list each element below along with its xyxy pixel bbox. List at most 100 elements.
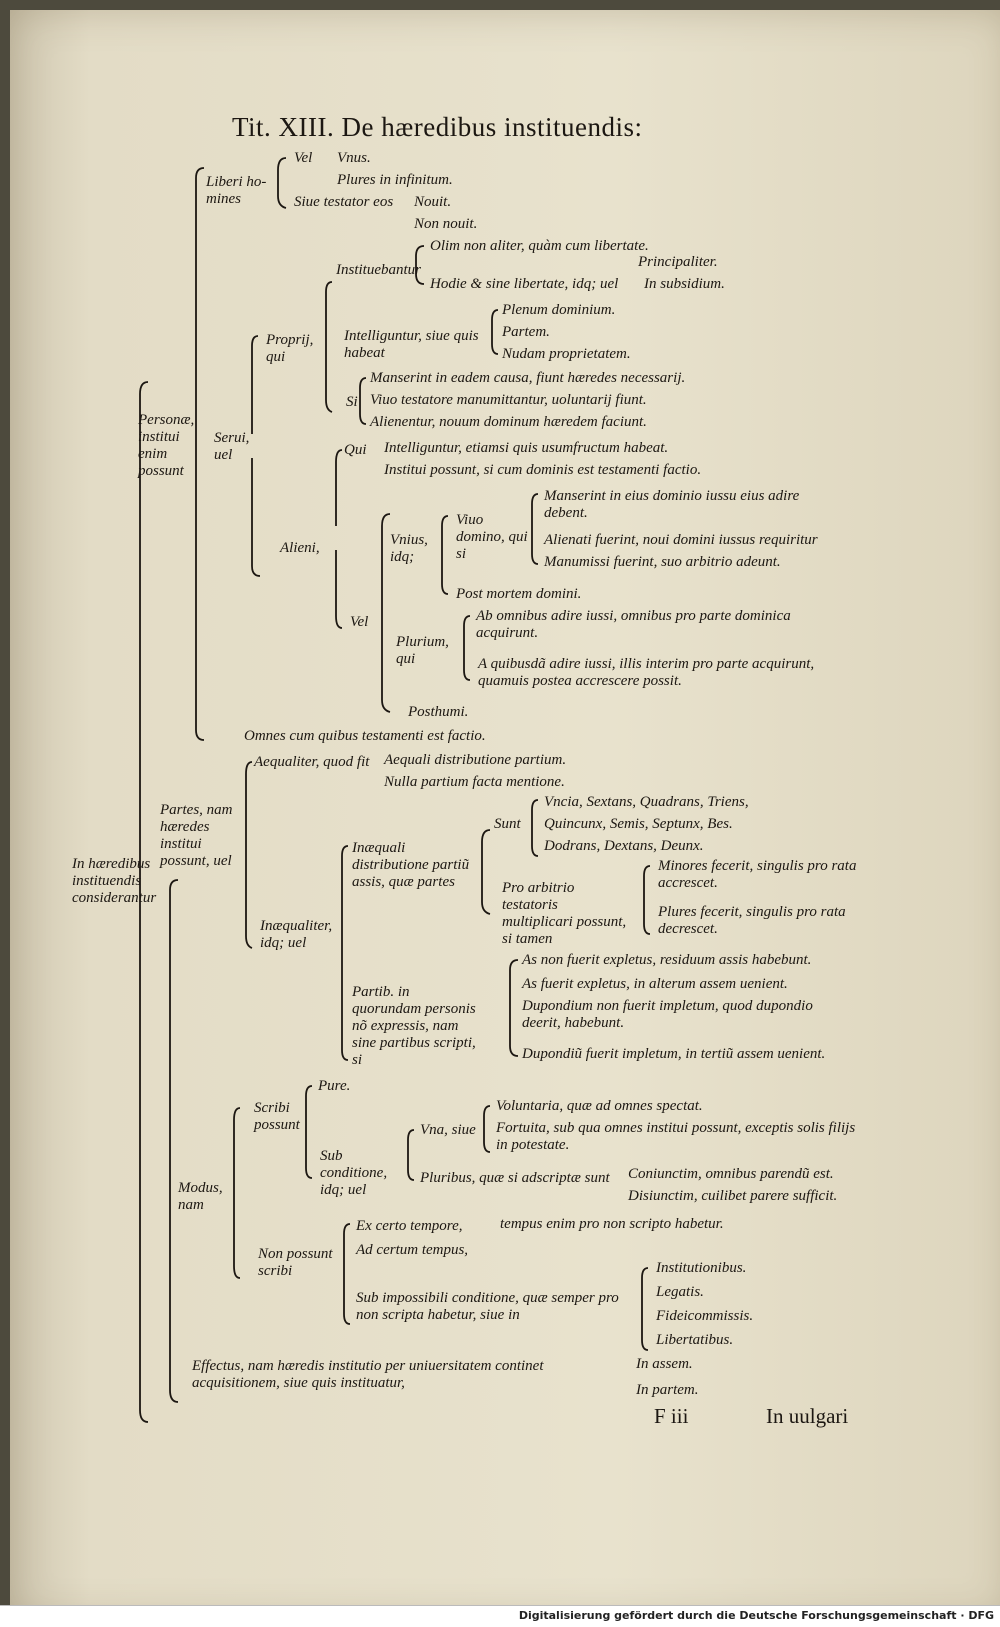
entry-in-assem: In assem. [636, 1356, 693, 1372]
bracket-personae [195, 167, 205, 741]
entry-post-mortem: Post mortem domini. [456, 586, 582, 602]
catchword: In uulgari [766, 1404, 849, 1428]
entry-pro-arbitrio: Pro arbitrio testatoris multiplicari pos… [502, 880, 627, 947]
entry-sunt: Sunt [494, 816, 521, 832]
entry-voluntaria: Voluntaria, quæ ad omnes spectat. [496, 1098, 703, 1114]
entry-effectus: Effectus, nam hæredis institutio per uni… [192, 1358, 544, 1391]
entry-disiunctim: Disiunctim, cuilibet parere sufficit. [628, 1188, 838, 1204]
entry-alieni: Alieni, [280, 540, 320, 556]
entry-inaequali: Inæquali distributione partiũ assis, quæ… [352, 840, 470, 890]
entry-intelliguntur: Intelliguntur, siue quis habeat [344, 328, 479, 361]
entry-alienentur: Alienentur, nouum dominum hæredem faciun… [370, 414, 647, 430]
entry-personae: Personæ, institui enim possunt [138, 412, 195, 479]
bracket-serui [251, 335, 261, 577]
entry-vnus: Vnus. [337, 150, 371, 166]
entry-pure: Pure. [318, 1078, 351, 1094]
entry-manumissi: Manumissi fuerint, suo arbitrio adeunt. [544, 554, 781, 570]
footer-credit: Digitalisierung gefördert durch die Deut… [518, 1609, 994, 1622]
bracket-viuo-domino [531, 493, 539, 565]
entry-olim: Olim non aliter, quàm cum libertate. [430, 238, 649, 254]
entry-liberi: Liberi ho-mines [206, 174, 267, 207]
entry-sub-conditione: Sub conditione, idq; uel [320, 1148, 388, 1198]
entry-manserint-eius: Manserint in eius dominio iussu eius adi… [544, 488, 800, 521]
entry-ex-certo: Ex certo tempore, [356, 1218, 463, 1234]
bracket-lines [139, 157, 651, 1423]
bracket-alieni [335, 449, 343, 629]
entry-institutionibus: Institutionibus. [656, 1260, 747, 1276]
entry-a-quibusdam: A quibusdã adire iussi, illis interim pr… [478, 656, 815, 689]
entry-vnius: Vnius, idq; [390, 532, 428, 565]
entry-non-possunt: Non possunt scribi [258, 1246, 333, 1279]
bracket-plurium [463, 615, 471, 681]
entry-ad-certum: Ad certum tempus, [356, 1242, 469, 1258]
entry-intell-etiamsi: Intelliguntur, etiamsi quis usumfructum … [384, 440, 669, 456]
entry-viuo: Viuo testatore manumittantur, uoluntarij… [370, 392, 647, 408]
entry-aequaliter: Aequaliter, quod fit [254, 754, 370, 770]
entry-dodrans: Dodrans, Dextans, Deunx. [544, 838, 704, 854]
entry-viuo-domino: Viuo domino, qui si [456, 512, 528, 562]
entry-vna-siue: Vna, siue [420, 1122, 476, 1138]
bracket-modus [233, 1107, 241, 1279]
bracket-vna [407, 1129, 415, 1181]
entry-in-subsidium: In subsidium. [644, 276, 725, 292]
entry-pluribus: Pluribus, quæ si adscriptæ sunt [420, 1170, 610, 1186]
entry-serui: Serui, uel [214, 430, 250, 463]
entry-scribi: Scribi possunt [254, 1100, 300, 1133]
entry-in-haeredibus: In hæredibus instituendis considerantur [72, 856, 157, 906]
entry-siue-testator: Siue testator eos [294, 194, 394, 210]
signature-mark: F iii [654, 1404, 689, 1428]
bracket-main [139, 381, 149, 1423]
bracket-inaequaliter [341, 845, 349, 1061]
book-page: Tit. XIII. De hæredibus instituendis: Li… [10, 10, 1000, 1620]
entry-nouit: Nouit. [414, 194, 452, 210]
entry-in-partem: In partem. [636, 1382, 699, 1398]
entry-as-non: As non fuerit expletus, residuum assis h… [522, 952, 812, 968]
entry-manserint: Manserint in eadem causa, fiunt hæredes … [370, 370, 686, 386]
entry-qui: Qui [344, 442, 367, 458]
entry-non-nouit: Non nouit. [414, 216, 478, 232]
entry-si: Si [346, 394, 358, 410]
bracket-voluntaria [483, 1105, 491, 1153]
entry-proprij: Proprij, qui [266, 332, 314, 365]
entry-dupondium-non: Dupondium non fuerit impletum, quod dupo… [522, 998, 813, 1031]
entry-plures-fecerit: Plures fecerit, singulis pro rata decres… [658, 904, 846, 937]
bracket-liberi [277, 157, 287, 209]
entry-vel-mid: Vel [350, 614, 369, 630]
bracket-vel-mid [381, 513, 391, 713]
entry-coniunctim: Coniunctim, omnibus parendũ est. [628, 1166, 834, 1182]
entry-principaliter: Principaliter. [638, 254, 718, 270]
entry-aequali: Aequali distributione partium. [384, 752, 567, 768]
bracket-non-possunt [343, 1223, 351, 1325]
entry-tempus-enim: tempus enim pro non scripto habetur. [500, 1216, 724, 1232]
page-title: Tit. XIII. De hæredibus instituendis: [232, 112, 643, 142]
bracket-habeat [491, 309, 499, 355]
bracket-si [359, 377, 367, 425]
entry-libertatibus: Libertatibus. [656, 1332, 734, 1348]
entry-vel-top: Vel [294, 150, 313, 166]
bracket-proprij [325, 281, 333, 413]
bracket-partib [509, 959, 519, 1057]
entry-partes: Partes, nam hæredes institui possunt, ue… [160, 802, 233, 869]
entry-hodie: Hodie & sine libertate, idq; uel [430, 276, 619, 292]
entry-plenum: Plenum dominium. [502, 302, 616, 318]
entry-legatis: Legatis. [656, 1284, 704, 1300]
entry-vncia: Vncia, Sextans, Quadrans, Triens, [544, 794, 749, 810]
entry-plurium: Plurium, qui [396, 634, 449, 667]
entry-plures: Plures in infinitum. [337, 172, 453, 188]
entry-modus: Modus, nam [178, 1180, 223, 1213]
entry-fideicommissis: Fideicommissis. [656, 1308, 754, 1324]
entry-minores: Minores fecerit, singulis pro rata accre… [658, 858, 857, 891]
entry-posthumi: Posthumi. [408, 704, 469, 720]
entry-nulla: Nulla partium facta mentione. [384, 774, 565, 790]
bracket-pro-arbitrio [481, 829, 491, 915]
entry-alienati: Alienati fuerint, noui domini iussus req… [544, 532, 818, 548]
footer-bar: Digitalisierung gefördert durch die Deut… [0, 1605, 1000, 1627]
bracket-scribi [305, 1085, 313, 1179]
entry-ab-omnibus: Ab omnibus adire iussi, omnibus pro part… [476, 608, 791, 641]
entry-as-fuerit: As fuerit expletus, in alterum assem uen… [522, 976, 788, 992]
bracket-sunt [531, 799, 539, 857]
entry-fortuita: Fortuita, sub qua omnes institui possunt… [496, 1120, 856, 1153]
entry-instituebantur: Instituebantur [336, 262, 421, 278]
entry-omnes: Omnes cum quibus testamenti est factio. [244, 728, 486, 744]
entry-partib: Partib. in quorundam personis nõ express… [352, 984, 476, 1068]
